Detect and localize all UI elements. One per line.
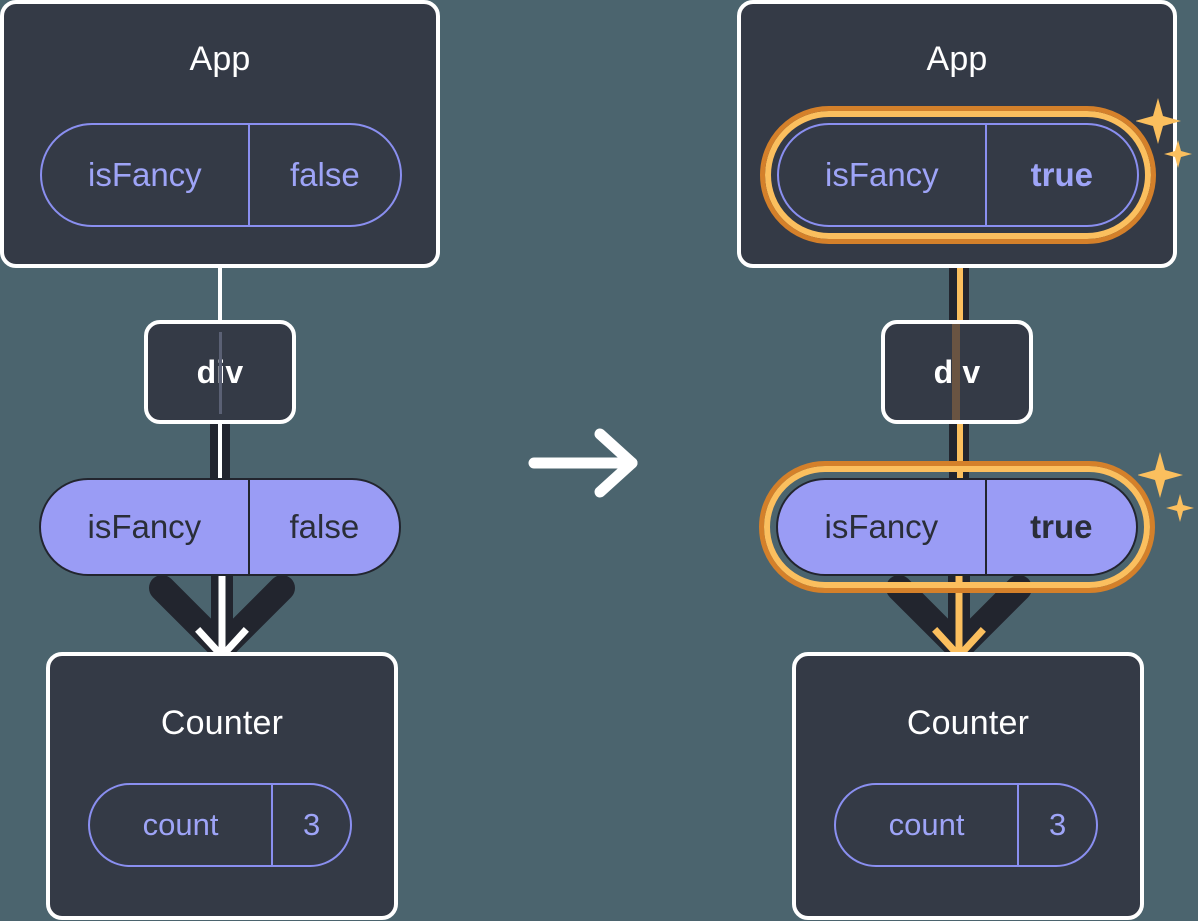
sparkles-icon <box>1138 450 1196 530</box>
state-pill-name: isFancy <box>87 156 202 193</box>
connector-app-to-div <box>218 264 222 324</box>
state-pill-name: isFancy <box>824 156 939 193</box>
connector-trace-through-div <box>952 324 960 420</box>
state-pill-isfancy-app[interactable]: isFancy false <box>40 123 402 227</box>
state-pill-count-counter[interactable]: count 3 <box>834 783 1098 867</box>
prop-pill-name: isFancy <box>824 508 939 545</box>
panel-before: App isFancy false div isFancy false Coun… <box>0 0 460 921</box>
state-pill-value: 3 <box>271 785 350 865</box>
state-pill-name: count <box>888 807 965 842</box>
prop-pill-isfancy[interactable]: isFancy false <box>39 478 401 576</box>
component-title-app: App <box>189 40 251 78</box>
component-title-app: App <box>926 40 988 78</box>
prop-pill-value: true <box>984 480 1136 574</box>
component-title-counter: Counter <box>160 704 284 742</box>
state-pill-value: true <box>984 125 1137 225</box>
prop-pill-isfancy[interactable]: isFancy true <box>776 478 1138 576</box>
state-pill-isfancy-app[interactable]: isFancy true <box>777 123 1139 227</box>
panel-after: App isFancy true div isFancy true <box>737 0 1197 921</box>
state-pill-value: 3 <box>1017 785 1096 865</box>
connector-div-to-prop <box>210 418 230 484</box>
state-pill-name: count <box>142 807 219 842</box>
arrow-right-icon <box>528 428 648 503</box>
state-pill-count-counter[interactable]: count 3 <box>88 783 352 867</box>
component-title-counter: Counter <box>906 704 1030 742</box>
prop-pill-name: isFancy <box>87 508 202 545</box>
prop-pill-value: false <box>247 480 399 574</box>
state-pill-value: false <box>247 125 400 225</box>
connector-trace-through-div <box>219 332 222 414</box>
